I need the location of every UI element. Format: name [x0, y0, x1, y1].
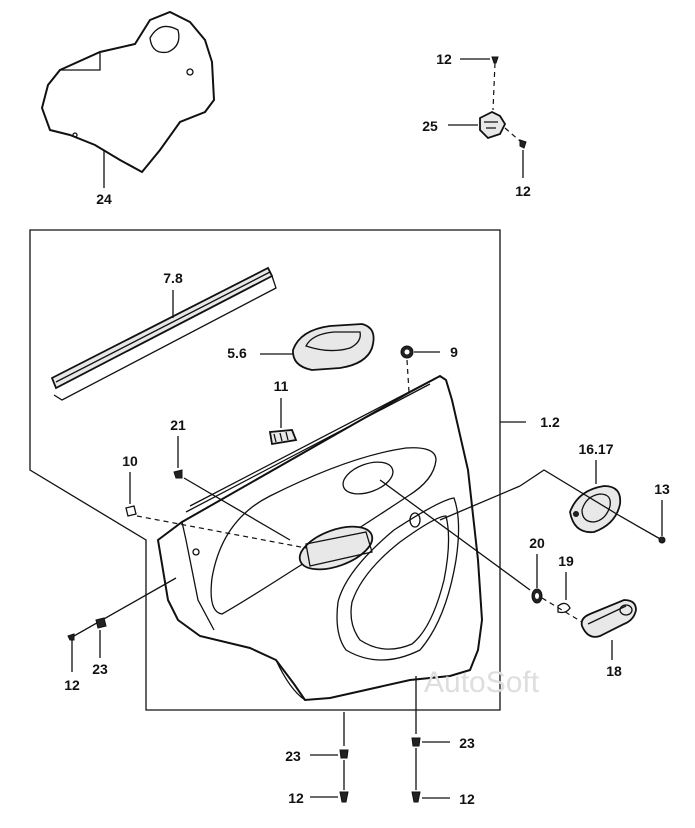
callout-24: 24 [96, 191, 112, 207]
part-25-clip [479, 110, 507, 140]
callout-13: 13 [654, 481, 670, 497]
part-16-17-handle-bezel [569, 485, 622, 534]
callout-21: 21 [170, 417, 186, 433]
watermark-text: AutoSoft [424, 666, 540, 699]
part-13-screw [658, 536, 666, 544]
callout-12-bottom-left: 12 [288, 790, 304, 806]
part-12-screw-clip [519, 139, 527, 149]
leader-crank-dash [541, 597, 583, 623]
part-23-nut-bottom-left [339, 749, 349, 759]
callout-7-8: 7.8 [163, 270, 183, 286]
leader-10-dash [136, 515, 307, 549]
leader-left-axis [73, 577, 177, 637]
callout-12-clip: 12 [515, 183, 531, 199]
callout-16-17: 16.17 [578, 441, 613, 457]
part-12-screw-bottom-right [411, 791, 421, 803]
callout-23-bottom-left: 23 [285, 748, 301, 764]
part-23-nut-left [95, 617, 107, 629]
callout-12-top: 12 [436, 51, 452, 67]
part-12-screw-left [67, 633, 75, 641]
callout-25: 25 [422, 118, 438, 134]
part-5-6-grab-handle [292, 323, 375, 371]
callout-12-left: 12 [64, 677, 80, 693]
part-9-clip [400, 345, 414, 359]
callout-19: 19 [558, 553, 574, 569]
callout-11: 11 [274, 378, 289, 394]
callout-23-bottom-right: 23 [459, 735, 475, 751]
part-12-screw-bottom-left [339, 791, 349, 803]
leader-crank-axis [379, 479, 531, 591]
part-1-2-door-trim-panel [156, 374, 484, 702]
leader-12-dash-clip [504, 127, 521, 142]
leader-12-dash-top [492, 62, 496, 111]
leader-9-dash [406, 359, 410, 393]
callout-18: 18 [606, 663, 622, 679]
leader-21-axis [183, 477, 291, 541]
part-24-insulation-sheet [40, 10, 216, 174]
part-11-pad [268, 429, 298, 446]
part-10-clip [125, 505, 137, 517]
part-7-8-weatherstrip [50, 266, 277, 401]
part-21-screw [173, 469, 183, 479]
assembly-frame [29, 229, 501, 711]
part-20-washer [531, 588, 543, 604]
leader-panel-bezel [439, 485, 521, 521]
callout-20: 20 [529, 535, 545, 551]
callout-5-6: 5.6 [227, 345, 247, 361]
part-18-crank-handle [580, 599, 637, 638]
part-19-clip [557, 602, 571, 614]
leader-bezel-axis [519, 469, 663, 541]
part-23-nut-bottom-right [411, 737, 421, 747]
callout-23-left: 23 [92, 661, 108, 677]
callout-10: 10 [122, 453, 138, 469]
part-12-screw-top [491, 56, 499, 64]
callout-12-bottom-right: 12 [459, 791, 475, 807]
callout-1-2: 1.2 [540, 414, 560, 430]
callout-9: 9 [450, 344, 458, 360]
